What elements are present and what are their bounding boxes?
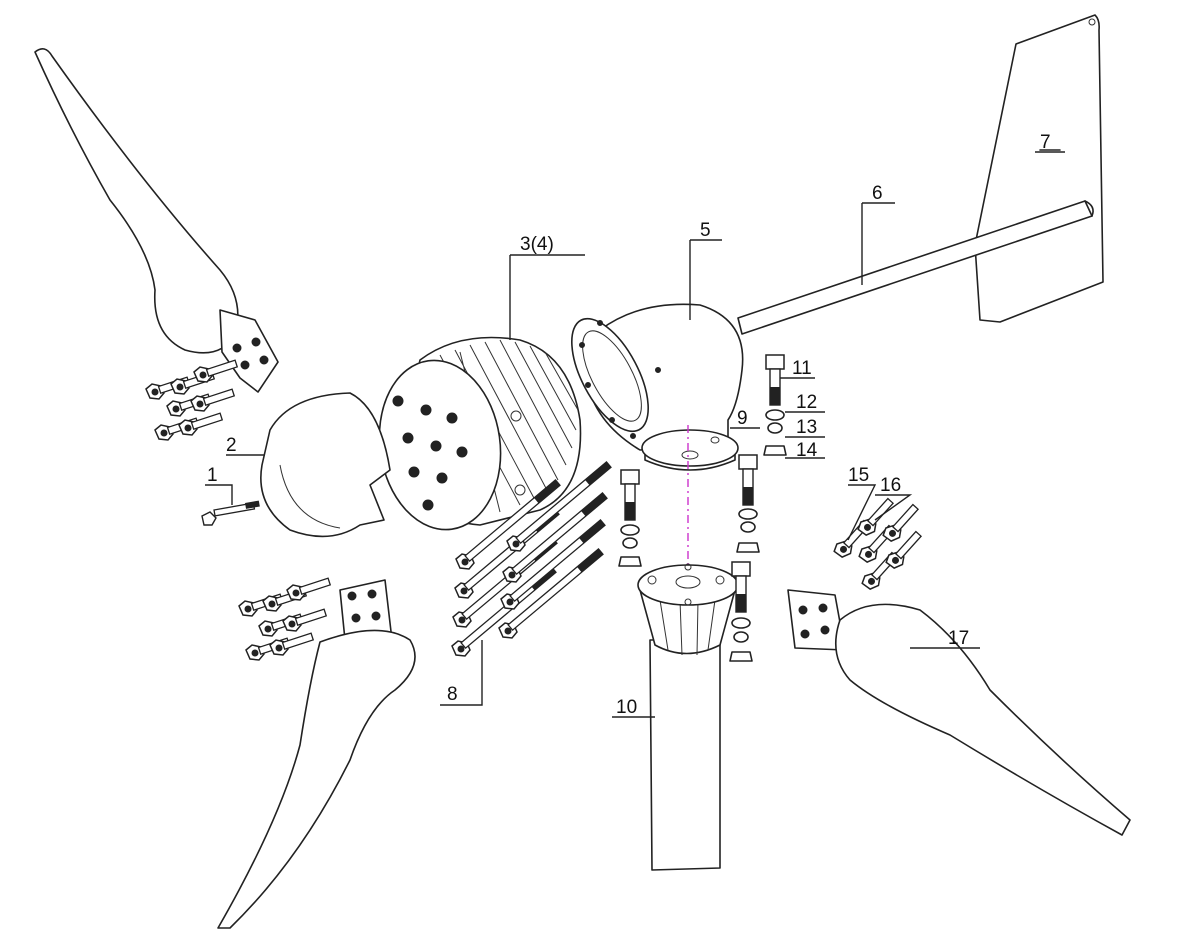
- nacelle-body: [571, 303, 744, 451]
- tail-vane: [974, 14, 1104, 323]
- label-part-14: 14: [796, 440, 818, 461]
- leader-lines: [205, 151, 1065, 718]
- label-part-5: 5: [700, 220, 711, 241]
- label-part-16: 16: [880, 475, 901, 496]
- part-labels: 1 2 3(4) 5 6 7 8 9 10 11 12 13 14 15 16 …: [207, 132, 1051, 718]
- label-part-15: 15: [848, 465, 869, 486]
- blade-right: [787, 589, 1131, 836]
- blade-lower-left: [217, 579, 416, 929]
- label-part-11: 11: [792, 358, 812, 379]
- label-part-8: 8: [447, 684, 458, 705]
- flange-bolt-sets: [618, 454, 760, 662]
- yaw-flange: [641, 429, 739, 471]
- tail-boom: [737, 200, 1094, 335]
- label-part-1: 1: [207, 465, 218, 486]
- label-part-3: 3(4): [520, 234, 554, 255]
- generator: [378, 336, 582, 531]
- label-part-13: 13: [796, 417, 817, 438]
- tower: [637, 563, 739, 871]
- hub-screw: [201, 500, 260, 526]
- label-part-9: 9: [737, 408, 748, 429]
- blade-upper-left: [34, 48, 279, 393]
- bolt-group-right: [827, 496, 930, 593]
- bolt-group-lower-left: [238, 577, 331, 661]
- label-part-10: 10: [616, 697, 637, 718]
- label-part-12: 12: [796, 392, 817, 413]
- bolt-group-upper-left: [145, 359, 238, 441]
- label-part-2: 2: [226, 435, 237, 456]
- label-part-6: 6: [872, 183, 883, 204]
- label-part-7: 7: [1040, 132, 1051, 153]
- upper-bolt-set: [763, 354, 787, 456]
- hub-cover: [260, 392, 391, 538]
- label-part-17: 17: [948, 628, 969, 649]
